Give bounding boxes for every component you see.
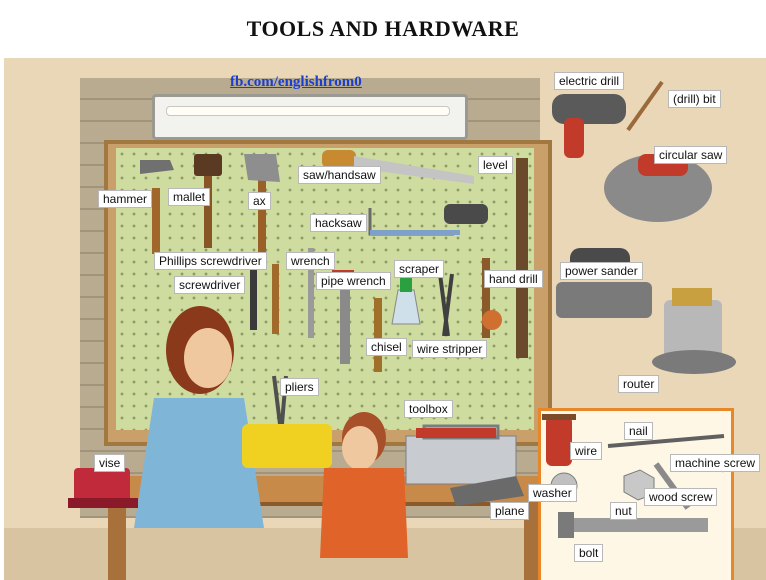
hacksaw-icon: [368, 204, 488, 236]
label-wire: wire: [570, 442, 603, 460]
label-pipe-wrench: pipe wrench: [316, 272, 391, 290]
ceiling-lamp: [152, 94, 468, 140]
toy-truck-icon: [242, 424, 332, 468]
label-hand-drill: hand drill: [484, 270, 543, 288]
label-screwdriver: screwdriver: [174, 276, 246, 294]
drill-bit-icon: [626, 80, 664, 132]
label-wood-screw: wood screw: [644, 488, 718, 506]
page-title: TOOLS AND HARDWARE: [246, 16, 520, 41]
label-bolt: bolt: [574, 544, 604, 562]
watermark-link[interactable]: fb.com/englishfrom0: [230, 74, 362, 90]
handsaw-icon: [322, 150, 474, 184]
label-circular-saw: circular saw: [654, 146, 728, 164]
label-hacksaw: hacksaw: [310, 214, 367, 232]
label-vise: vise: [94, 454, 126, 472]
label-wire-stripper: wire stripper: [412, 340, 488, 358]
screwdriver-icon: [250, 268, 257, 330]
level-icon: [516, 158, 528, 358]
router-icon: [652, 288, 736, 374]
label-plane: plane: [490, 502, 530, 520]
lamp-tube: [166, 106, 450, 116]
nail-icon: [607, 434, 725, 448]
phillips-screwdriver-icon: [272, 264, 279, 334]
label-phillips-screwdriver: Phillips screwdriver: [154, 252, 267, 270]
label-chisel: chisel: [366, 338, 407, 356]
label-scraper: scraper: [394, 260, 445, 278]
wire-icon: [542, 414, 576, 466]
workbench-leg: [108, 502, 126, 580]
label-machine-screw: machine screw: [670, 454, 761, 472]
vise-icon: [68, 468, 138, 508]
label-mallet: mallet: [168, 188, 211, 206]
toolbox-icon: [405, 424, 517, 485]
label-saw-handsaw: saw/handsaw: [298, 166, 381, 184]
label-electric-drill: electric drill: [554, 72, 625, 90]
label-router: router: [618, 375, 660, 393]
label-ax: ax: [248, 192, 271, 210]
workshop-illustration: fb.com/englishfrom0 electric drill (dril…: [4, 58, 766, 580]
power-sander-icon: [556, 248, 652, 318]
electric-drill-icon: [552, 94, 626, 158]
workbench-leg: [524, 502, 542, 580]
label-hammer: hammer: [98, 190, 153, 208]
tools-drawing: [68, 80, 736, 558]
wrench-icon: [308, 248, 314, 338]
chisel-icon: [374, 298, 382, 372]
scraper-icon: [391, 289, 421, 325]
mallet-icon: [194, 154, 222, 248]
label-power-sander: power sander: [560, 262, 643, 280]
label-drill-bit: (drill) bit: [668, 90, 721, 108]
label-nail: nail: [624, 422, 653, 440]
hammer-icon: [140, 160, 174, 254]
circular-saw-icon: [604, 154, 712, 222]
label-washer: washer: [528, 484, 577, 502]
hand-drill-icon: [482, 258, 502, 338]
label-level: level: [478, 156, 513, 174]
label-nut: nut: [610, 502, 637, 520]
girl-figure: [134, 306, 264, 528]
bolt-icon: [568, 518, 708, 532]
wire-stripper-icon: [438, 273, 454, 337]
label-pliers: pliers: [280, 378, 319, 396]
plane-icon: [450, 476, 524, 506]
label-toolbox: toolbox: [404, 400, 453, 418]
boy-figure: [320, 412, 408, 558]
label-wrench: wrench: [286, 252, 335, 270]
